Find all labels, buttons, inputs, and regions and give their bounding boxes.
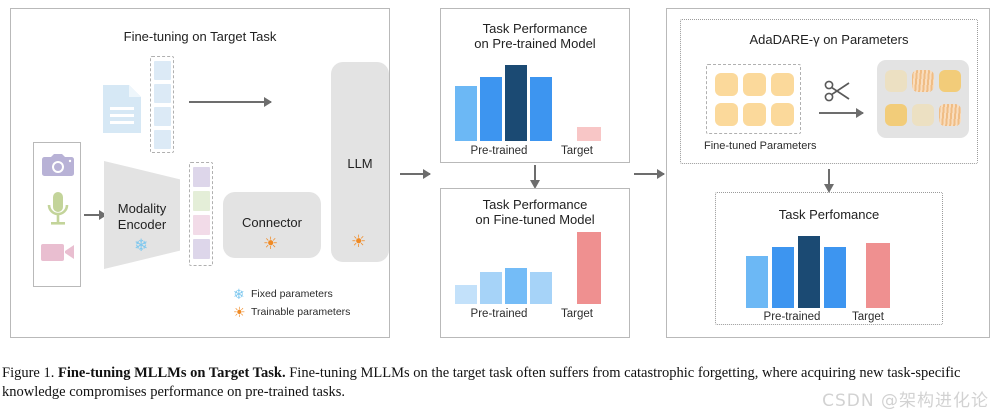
bar-target — [577, 232, 601, 304]
token-block — [193, 167, 210, 187]
caption-body: Fine-tuning MLLMs on the target task oft… — [2, 365, 961, 400]
legend-trainable-label: Trainable parameters — [251, 306, 351, 318]
panel-adadare: AdaDARE-γ on Parameters Fine-tuned Param… — [666, 8, 990, 338]
caption-prefix: Figure 1. — [2, 365, 55, 381]
legend-snowflake-icon: ❄ — [233, 286, 245, 302]
text-token-strip — [150, 56, 174, 153]
modality-input-box — [33, 142, 81, 287]
llm-label: LLM — [347, 156, 373, 171]
token-block — [154, 84, 171, 103]
bar-pretrained-4 — [530, 272, 552, 304]
figure-caption: Figure 1. Fine-tuning MLLMs on Target Ta… — [2, 364, 995, 402]
param-block — [771, 103, 794, 126]
connector-label: Connector — [242, 215, 302, 230]
bar-plot-area — [746, 236, 916, 308]
bar-pretrained-4 — [824, 247, 846, 308]
encoder-label-line2: Encoder — [117, 217, 167, 232]
axis-label-target: Target — [852, 311, 884, 323]
finetuned-parameters-group — [706, 64, 801, 134]
modality-encoder — [104, 161, 180, 269]
bar-pretrained-3 — [505, 268, 527, 304]
bar-pretrained-1 — [455, 285, 477, 304]
encoder-label: Modality Encoder — [104, 201, 180, 233]
snowflake-icon: ❄ — [134, 236, 149, 255]
bar-pretrained-1 — [746, 256, 768, 308]
sun-icon: ☀ — [351, 232, 367, 251]
bar-pretrained-1 — [455, 86, 477, 141]
bar-plot-area — [455, 65, 617, 141]
token-block — [154, 107, 171, 126]
arrow-params-to-chart — [824, 169, 834, 193]
legend-sun-icon: ☀ — [233, 304, 246, 320]
panel-left-title: Fine-tuning on Target Task — [123, 29, 277, 44]
microphone-icon — [46, 191, 70, 229]
arrow-middle-top-to-bottom — [530, 165, 540, 189]
param-block-pruned — [885, 104, 907, 126]
chart-top-title-line2: on Pre-trained Model — [474, 36, 596, 51]
document-icon — [101, 83, 143, 135]
adadare-performance-box: Task Perfomance Pre-trained Target — [715, 192, 943, 325]
bar-plot-area — [455, 232, 617, 304]
arrow-modality-to-encoder — [84, 210, 107, 220]
param-block-pruned — [912, 104, 934, 126]
bar-pretrained-4 — [530, 77, 552, 141]
axis-label-pretrained: Pre-trained — [470, 145, 528, 157]
panel-pretrained-chart: Task Performance on Pre-trained Model Pr… — [440, 8, 630, 163]
arrow-tokens-to-llm — [189, 97, 272, 107]
bar-pretrained-2 — [772, 247, 794, 308]
video-camera-icon — [41, 241, 75, 263]
bar-target — [866, 243, 890, 308]
connector-block — [223, 192, 321, 258]
legend-fixed-label: Fixed parameters — [251, 288, 333, 300]
token-block — [193, 239, 210, 259]
finetuned-parameters-label: Fine-tuned Parameters — [704, 140, 817, 152]
llm-block — [331, 62, 389, 262]
axis-label-pretrained: Pre-trained — [763, 311, 821, 323]
param-block-pruned — [912, 70, 934, 92]
sun-icon: ☀ — [263, 234, 279, 253]
chart-top-title-line1: Task Performance — [482, 21, 588, 36]
pruned-parameters-group — [877, 60, 969, 138]
encoder-label-line1: Modality — [117, 201, 167, 216]
param-block-pruned — [885, 70, 907, 92]
param-block — [715, 73, 738, 96]
axis-label-target: Target — [561, 308, 593, 320]
token-block — [154, 61, 171, 80]
chart-bottom-title-line1: Task Performance — [482, 197, 588, 212]
arrow-prune — [819, 108, 864, 118]
chart-bottom-title-line2: on Fine-tuned Model — [475, 212, 595, 227]
param-block — [715, 103, 738, 126]
token-block — [193, 215, 210, 235]
adadare-chart-title: Task Perfomance — [778, 207, 880, 222]
arrow-middle-to-right — [634, 169, 665, 179]
caption-bold-title: Fine-tuning MLLMs on Target Task. — [57, 365, 286, 381]
panel-finetuned-chart: Task Performance on Fine-tuned Model Pre… — [440, 188, 630, 338]
csdn-watermark: CSDN @架构进化论 — [822, 391, 989, 411]
chart-top-title: Task Performance on Pre-trained Model — [441, 21, 629, 51]
param-block-pruned — [939, 104, 961, 126]
param-block — [771, 73, 794, 96]
figure-canvas: Fine-tuning on Target Task — [10, 8, 990, 338]
adadare-parameters-box: AdaDARE-γ on Parameters Fine-tuned Param… — [680, 19, 978, 164]
param-block-pruned — [939, 70, 961, 92]
bar-pretrained-2 — [480, 272, 502, 304]
axis-label-pretrained: Pre-trained — [470, 308, 528, 320]
panel-fine-tuning: Fine-tuning on Target Task — [10, 8, 390, 338]
param-block — [743, 73, 766, 96]
bar-target — [577, 127, 601, 141]
bar-pretrained-3 — [798, 236, 820, 308]
bar-pretrained-2 — [480, 77, 502, 141]
param-block — [743, 103, 766, 126]
arrow-left-to-middle — [400, 169, 431, 179]
token-block — [154, 130, 171, 149]
scissors-icon — [824, 80, 854, 104]
panel-right-title: AdaDARE-γ on Parameters — [749, 32, 909, 47]
bar-pretrained-3 — [505, 65, 527, 141]
token-block — [193, 191, 210, 211]
chart-bottom-title: Task Performance on Fine-tuned Model — [441, 197, 629, 227]
camera-icon — [42, 153, 74, 177]
modal-token-strip — [189, 162, 213, 266]
axis-label-target: Target — [561, 145, 593, 157]
